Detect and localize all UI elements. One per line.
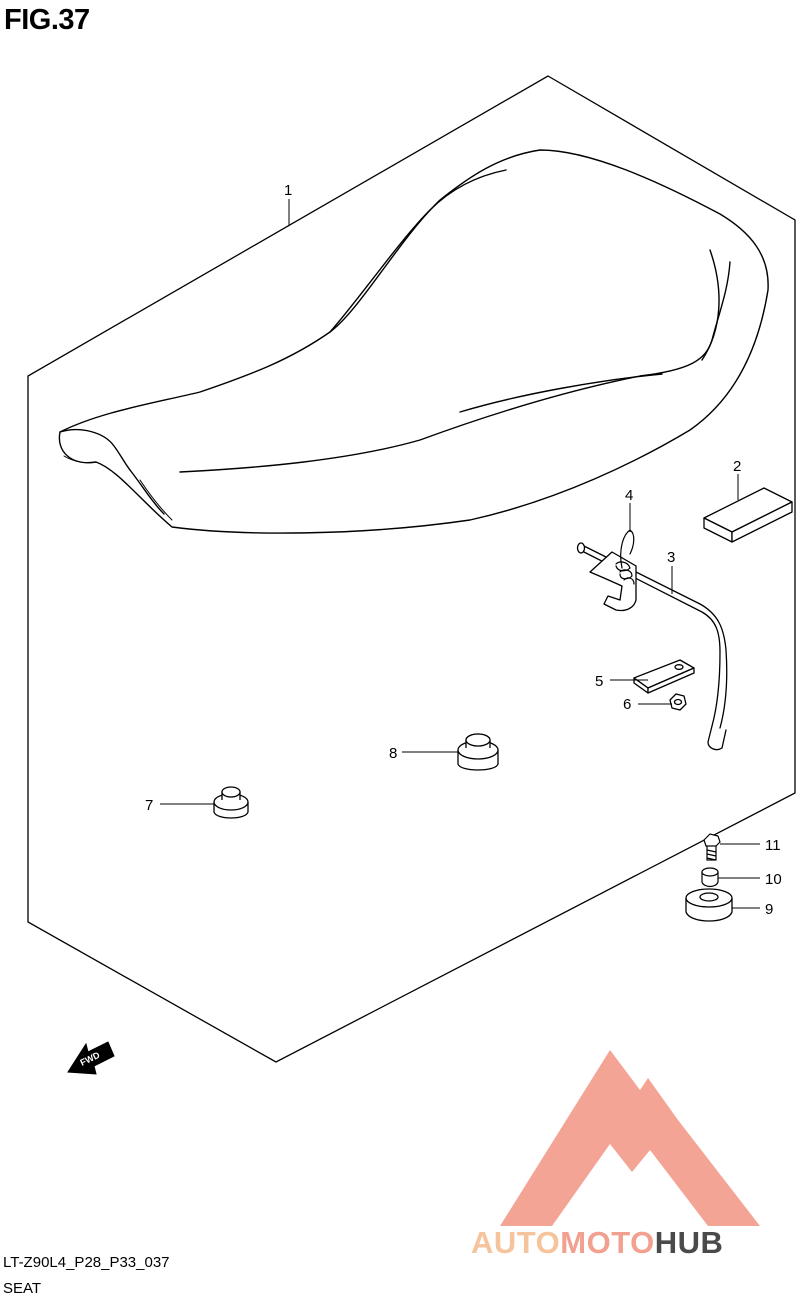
automotohub-logo-icon [500,1050,760,1226]
callout-8: 8 [389,745,397,762]
callout-10: 10 [765,871,782,888]
forward-arrow-icon: FWD [67,1041,115,1075]
collar-part-10[interactable] [701,867,719,888]
pad-part-2[interactable] [703,487,793,543]
watermark-auto: AUTO [471,1225,561,1260]
watermark-text: AUTOMOTOHUB [471,1225,723,1261]
callout-6: 6 [623,696,631,713]
callout-4: 4 [625,487,633,504]
cushion-part-9[interactable] [685,888,733,922]
diagram-caption: SEAT [3,1280,42,1297]
callout-1: 1 [284,182,292,199]
lock-rod-part-3[interactable] [576,542,728,751]
callout-11: 11 [765,837,781,854]
plate-part-5[interactable] [633,659,695,694]
seat-part[interactable] [58,149,769,534]
nut-part-6[interactable] [669,693,687,711]
diagram-frame [27,75,796,1063]
callout-2: 2 [733,458,741,475]
callout-3: 3 [667,549,675,566]
cushion-part-8[interactable] [457,733,499,771]
leader-lines [160,199,760,909]
callout-5: 5 [595,673,603,690]
diagram-code: LT-Z90L4_P28_P33_037 [3,1254,170,1271]
watermark-hub: HUB [654,1225,724,1260]
watermark-moto: MOTO [560,1225,655,1260]
cushion-part-7[interactable] [213,786,249,819]
lock-bracket[interactable] [589,551,637,612]
figure-title: FIG.37 [4,4,90,36]
callout-9: 9 [765,901,773,918]
bolt-part-11[interactable] [703,833,721,861]
callout-7: 7 [145,797,153,814]
